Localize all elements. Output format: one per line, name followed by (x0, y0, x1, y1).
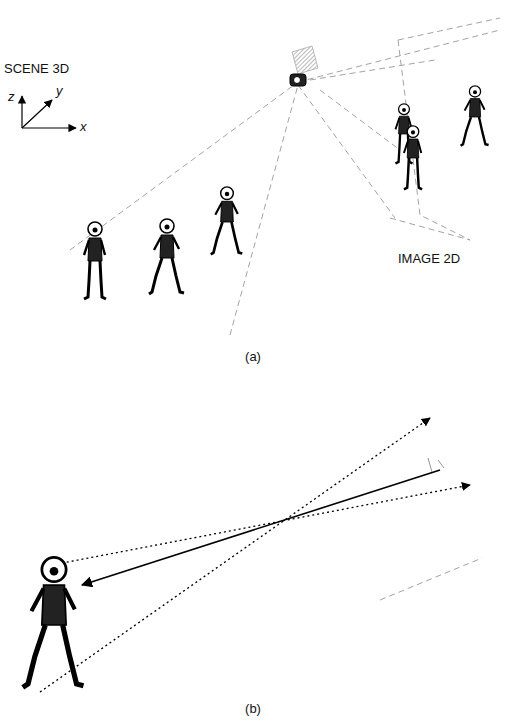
axes (22, 96, 76, 128)
subfigure-label: (b) (245, 702, 261, 716)
caption-label: IMAGE 2D (398, 252, 460, 266)
axis-label: x (80, 120, 87, 134)
caption-label: SCENE 3D (4, 62, 69, 76)
camera (290, 46, 318, 86)
axis-label: z (8, 90, 15, 104)
axis-label: y (56, 84, 63, 98)
projection-rays (70, 18, 500, 335)
subfigure-label: (a) (245, 350, 261, 364)
object-person (23, 557, 84, 687)
pinhole-rays (40, 418, 482, 692)
scene-people (84, 187, 242, 299)
image-people (395, 86, 488, 190)
